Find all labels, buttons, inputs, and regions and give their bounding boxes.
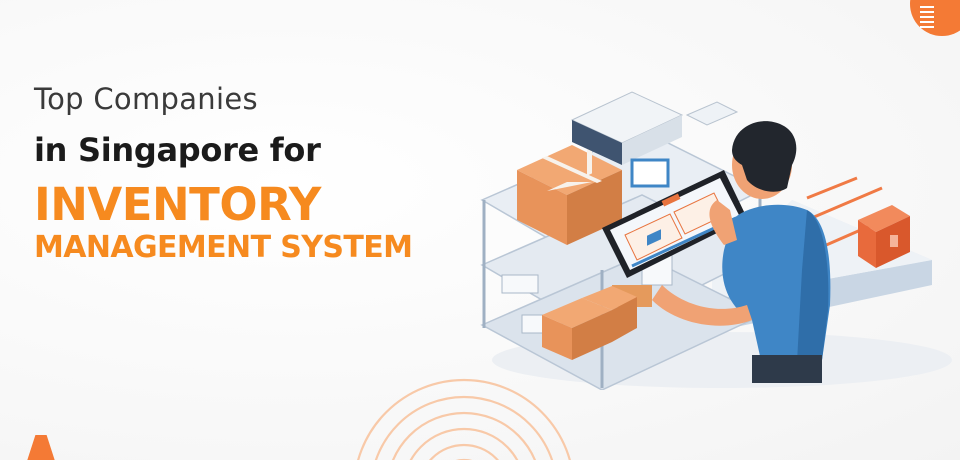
white-box-stack-icon <box>570 91 739 188</box>
title-block: Top Companies in Singapore for INVENTORY… <box>34 80 413 266</box>
warehouse-illustration <box>480 91 952 390</box>
title-line-management-system: MANAGEMENT SYSTEM <box>34 230 413 265</box>
title-line-top-companies: Top Companies <box>34 82 258 116</box>
cardboard-boxes-bottom-icon <box>542 286 637 360</box>
title-line-inventory: INVENTORY <box>34 178 321 231</box>
tablet-icon <box>602 170 747 278</box>
orange-trapezoid-decoration <box>27 435 55 460</box>
orange-circle-decoration <box>910 0 960 36</box>
title-line-singapore: in Singapore for <box>34 131 321 169</box>
stripes-decoration <box>920 6 934 34</box>
concentric-rings-decoration <box>357 378 571 460</box>
worker-icon <box>652 121 831 383</box>
orange-box-icon <box>858 205 910 268</box>
